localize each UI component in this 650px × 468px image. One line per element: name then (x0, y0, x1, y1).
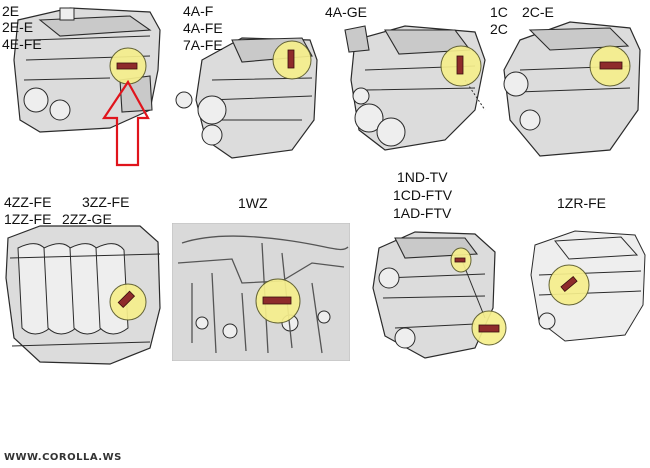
engine-label: 3ZZ-FE (82, 194, 130, 210)
engine-label: 2E-E (2, 19, 34, 35)
engine-diagram-1zr (530, 230, 646, 342)
engine-label: 4ZZ-FE (4, 194, 52, 210)
serial-plate (454, 257, 466, 263)
engine-label: 2E (2, 3, 20, 19)
website-watermark: WWW.COROLLA.WS (4, 452, 122, 463)
engine-panel-4a (172, 0, 327, 170)
engine-diagram-4age (344, 25, 486, 151)
engine-label: 4A-F (183, 3, 214, 19)
engine-label: 2ZZ-GE (62, 211, 112, 227)
engine-panel-4age (325, 0, 490, 170)
engine-panel-1c (490, 0, 650, 170)
engine-label: 4A-FE (183, 20, 223, 36)
engine-label: 1AD-FTV (393, 205, 452, 221)
engine-label: 2C (490, 21, 508, 37)
red-arrow-icon (101, 79, 150, 167)
serial-plate (599, 61, 623, 70)
serial-plate (117, 290, 136, 309)
engine-label: 7A-FE (183, 37, 223, 53)
serial-plate (560, 275, 578, 293)
engine-label: 2C-E (522, 4, 554, 20)
engine-label: 1WZ (238, 195, 268, 211)
engine-panel-1wz (172, 223, 350, 361)
serial-plate (116, 62, 138, 70)
engine-photo-1wz (172, 223, 350, 361)
engine-label: 1C (490, 4, 508, 20)
serial-plate-zoom (478, 324, 500, 333)
engine-label: 1CD-FTV (393, 187, 453, 203)
engine-diagram-zz (5, 225, 161, 365)
engine-panel-1zr (525, 225, 650, 350)
serial-plate (456, 55, 464, 75)
engine-panel-2e (0, 0, 165, 170)
engine-panel-nd (365, 218, 525, 368)
serial-plate (262, 296, 292, 305)
engine-label: 1ZR-FE (557, 195, 606, 211)
engine-label: 4A-GE (325, 4, 368, 20)
engine-label: 1ZZ-FE (4, 211, 52, 227)
engine-label: 1ND-TV (397, 169, 448, 185)
serial-plate (287, 49, 295, 69)
engine-diagram-1c (503, 21, 641, 157)
engine-label: 4E-FE (2, 36, 42, 52)
engine-diagram-2e (13, 7, 161, 167)
engine-panel-zz (0, 218, 165, 368)
engine-diagram-nd (372, 231, 507, 359)
engine-diagram-4a (175, 37, 318, 159)
